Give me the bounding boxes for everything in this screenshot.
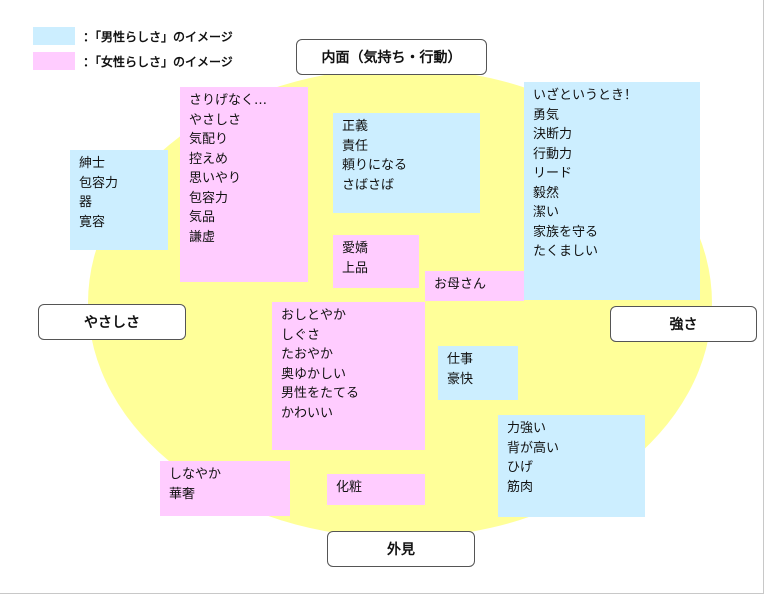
legend-female: ：「女性らしさ」のイメージ — [33, 52, 233, 70]
item: 行動力 — [533, 146, 573, 162]
legend-male-swatch — [33, 27, 75, 45]
item: さりげなく… — [189, 93, 268, 108]
item: 気品 — [189, 210, 216, 225]
item: ひげ — [507, 460, 534, 475]
item: 正義 — [342, 119, 369, 134]
item: 仕事 — [447, 352, 474, 367]
item: お母さん — [434, 277, 487, 292]
item: 上品 — [342, 260, 369, 276]
item: 家族を守る — [533, 224, 599, 240]
item: 勇気 — [533, 107, 560, 123]
item: 力強い — [507, 421, 547, 436]
box-female-graceful: おしとやか しぐさ たおやか 奥ゆかしい 男性をたてる かわいい — [272, 302, 425, 450]
box-male-work: 仕事 豪快 — [438, 346, 518, 400]
item: 包容力 — [79, 175, 119, 191]
item: 思いやり — [189, 171, 242, 186]
box-female-mother: お母さん — [425, 271, 524, 301]
item: 控えめ — [189, 151, 229, 167]
item: 謙虚 — [189, 229, 216, 245]
item: 化粧 — [336, 480, 363, 495]
legend-female-label: ：「女性らしさ」のイメージ — [83, 54, 233, 69]
item: しぐさ — [281, 327, 321, 343]
axis-left-label: やさしさ — [38, 304, 186, 340]
item: いざというとき！ — [533, 88, 638, 103]
item: 背が高い — [507, 440, 560, 456]
item: 男性をたてる — [281, 386, 360, 401]
box-female-makeup: 化粧 — [327, 474, 425, 505]
item: 紳士 — [79, 156, 106, 171]
item: やさしさ — [189, 112, 242, 128]
axis-bottom-label: 外見 — [327, 531, 475, 567]
item: 奥ゆかしい — [281, 366, 347, 382]
item: 器 — [79, 195, 93, 210]
axis-top-label: 内面（気持ち・行動） — [296, 39, 487, 75]
item: 気配り — [189, 132, 229, 147]
item: かわいい — [281, 405, 334, 421]
box-male-courage: いざというとき！ 勇気 決断力 行動力 リード 毅然 潔い 家族を守る たくまし… — [524, 82, 700, 300]
item: 愛嬌 — [342, 241, 369, 256]
item: たくましい — [533, 244, 599, 259]
item: 潔い — [533, 205, 560, 220]
item: さばさば — [342, 177, 395, 193]
item: 毅然 — [533, 185, 560, 201]
box-male-strength: 力強い 背が高い ひげ 筋肉 — [498, 415, 645, 517]
item: 包容力 — [189, 190, 229, 206]
item: 頼りになる — [342, 158, 408, 173]
item: 責任 — [342, 138, 369, 154]
legend-male-label: ：「男性らしさ」のイメージ — [83, 29, 233, 44]
item: 豪快 — [447, 371, 474, 387]
box-female-charm: 愛嬌 上品 — [333, 235, 419, 288]
axis-right-label: 強さ — [610, 306, 757, 342]
item: 筋肉 — [507, 479, 534, 495]
item: リード — [533, 166, 573, 181]
item: 寛容 — [79, 214, 106, 230]
box-female-casual: さりげなく… やさしさ 気配り 控えめ 思いやり 包容力 気品 謙虚 — [180, 87, 308, 282]
item: おしとやか — [281, 308, 347, 323]
legend-male: ：「男性らしさ」のイメージ — [33, 27, 233, 45]
item: たおやか — [281, 347, 334, 362]
box-female-supple: しなやか 華奢 — [160, 461, 290, 516]
item: 決断力 — [533, 127, 573, 142]
legend-female-swatch — [33, 52, 75, 70]
item: 華奢 — [169, 486, 196, 502]
box-male-gentleman: 紳士 包容力 器 寛容 — [70, 150, 168, 250]
box-male-justice: 正義 責任 頼りになる さばさば — [333, 113, 480, 213]
item: しなやか — [169, 467, 222, 482]
